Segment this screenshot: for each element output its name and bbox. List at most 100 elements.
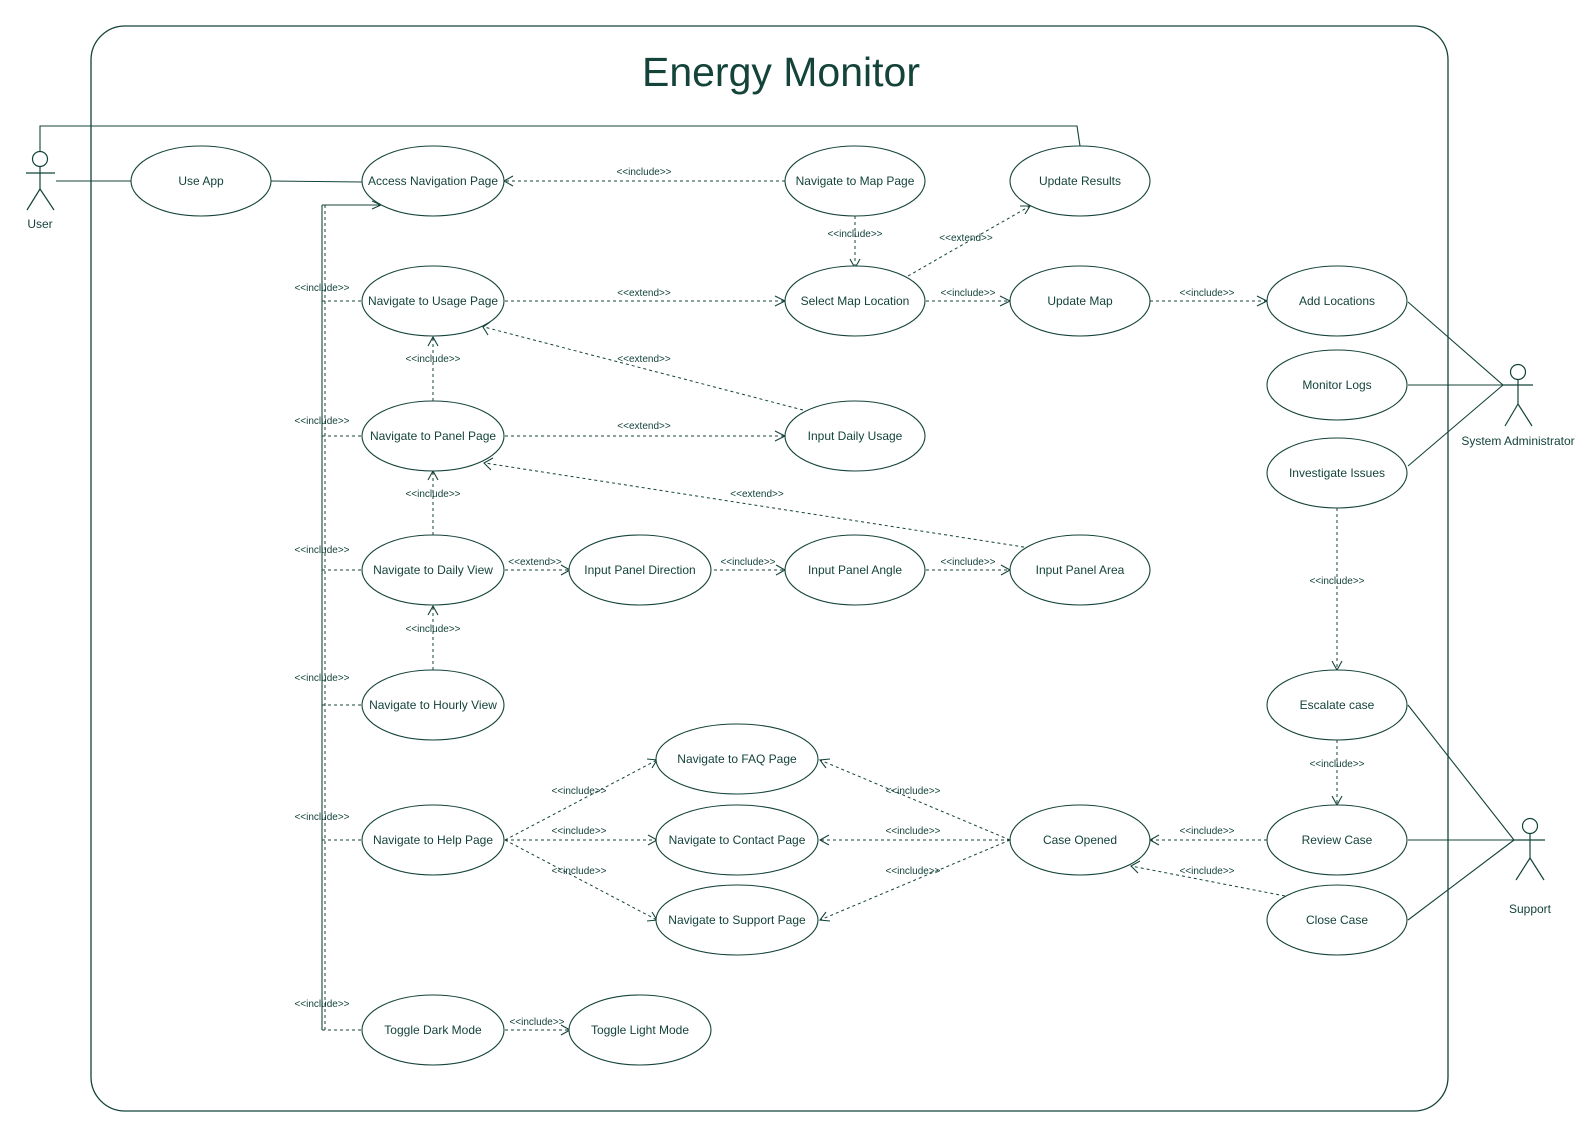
dep-close-case [1130,865,1286,897]
use-case-monitor-logs[interactable]: Monitor Logs [1266,349,1408,421]
use-case-close-case[interactable]: Close Case [1266,884,1408,956]
rel-label-include: <<include>> [1179,826,1234,837]
use-case-label: Close Case [1306,913,1368,927]
dep-case-support [819,839,1011,921]
rel-label-include: <<include>> [1179,866,1234,877]
assoc-support-close [1407,839,1515,921]
actor-system-administrator[interactable]: System Administrator [1461,363,1575,449]
actor-user-icon [31,150,49,168]
assoc-use-app-access-nav [270,180,363,183]
actor-support[interactable]: Support [1509,817,1552,917]
use-case-label: Input Panel Angle [808,563,902,577]
use-case-label: Investigate Issues [1289,466,1385,480]
rel-label-include: <<include>> [940,288,995,299]
use-case-label: Toggle Dark Mode [384,1023,482,1037]
use-case-label: Input Daily Usage [808,429,903,443]
arrowhead-panel-usage [427,335,439,347]
use-cases: Use App Access Navigation Page Navigate … [130,145,1408,1066]
use-case-review-case[interactable]: Review Case [1266,804,1408,876]
use-case-use-app[interactable]: Use App [130,145,272,217]
arrowhead-area-panel [483,457,494,471]
use-case-input-panel-angle[interactable]: Input Panel Angle [784,534,926,606]
rel-label-include: <<include>> [1309,576,1364,587]
actor-support-icon [1521,817,1539,835]
dep-help-support [504,839,658,921]
actor-support-label: Support [1509,902,1552,916]
use-case-label: Navigate to Hourly View [369,698,497,712]
use-case-label: Update Results [1039,174,1121,188]
use-case-case-opened[interactable]: Case Opened [1009,804,1151,876]
rel-label-include: <<include>> [551,826,606,837]
associations [39,125,1515,1030]
use-case-navigate-to-faq-page[interactable]: Navigate to FAQ Page [655,723,819,795]
arrowhead-case-contact [818,834,830,846]
actor-admin-icon [1509,363,1527,381]
use-case-navigate-to-panel-page[interactable]: Navigate to Panel Page [361,400,505,472]
assoc-support-escalate [1407,704,1515,841]
use-case-label: Monitor Logs [1302,378,1371,392]
use-case-update-map[interactable]: Update Map [1009,265,1151,337]
use-case-label: Add Locations [1299,294,1375,308]
use-case-navigate-to-contact-page[interactable]: Navigate to Contact Page [655,804,819,876]
rel-label-include: <<include>> [405,624,460,635]
use-case-label: Navigate to Contact Page [669,833,806,847]
dep-area-panel [484,462,1031,549]
use-case-navigate-to-hourly-view[interactable]: Navigate to Hourly View [361,669,505,741]
assoc-admin-investigate [1407,384,1504,467]
rel-label-include: <<include>> [1179,288,1234,299]
use-case-escalate-case[interactable]: Escalate case [1266,669,1408,741]
use-case-label: Review Case [1302,833,1373,847]
use-case-label: Navigate to Daily View [373,563,493,577]
use-case-label: Use App [178,174,224,188]
use-case-select-map-location[interactable]: Select Map Location [784,265,926,337]
use-case-add-locations[interactable]: Add Locations [1266,265,1408,337]
rel-label-include: <<include>> [509,1017,564,1028]
rel-label-include: <<include>> [885,866,940,877]
rel-label-include: <<include>> [551,786,606,797]
use-case-label: Select Map Location [801,294,910,308]
rel-label-extend: <<extend>> [617,354,671,365]
arrowhead-case-faq [818,758,831,769]
arrowhead-hourly-daily [427,604,439,616]
use-case-navigate-to-map-page[interactable]: Navigate to Map Page [784,145,926,217]
use-case-navigate-to-help-page[interactable]: Navigate to Help Page [361,804,505,876]
use-case-label: Navigate to Usage Page [368,294,498,308]
use-case-label: Navigate to Map Page [796,174,915,188]
use-case-update-results[interactable]: Update Results [1009,145,1151,217]
use-case-input-panel-area[interactable]: Input Panel Area [1009,534,1151,606]
relation-labels: <<include>> <<include>> <<extend>> <<inc… [294,167,1364,1028]
use-case-input-panel-direction[interactable]: Input Panel Direction [568,534,712,606]
rel-label-include: <<include>> [294,999,349,1010]
use-case-toggle-dark-mode[interactable]: Toggle Dark Mode [361,994,505,1066]
use-case-access-navigation-page[interactable]: Access Navigation Page [361,145,505,217]
use-case-input-daily-usage[interactable]: Input Daily Usage [784,400,926,472]
rel-label-include: <<include>> [940,557,995,568]
use-case-label: Input Panel Area [1036,563,1125,577]
rel-label-extend: <<extend>> [617,288,671,299]
rel-label-extend: <<extend>> [617,421,671,432]
use-case-navigate-to-support-page[interactable]: Navigate to Support Page [655,884,819,956]
rel-label-include: <<include>> [720,557,775,568]
rel-label-include: <<include>> [405,489,460,500]
rel-label-extend: <<extend>> [939,233,993,244]
use-case-label: Toggle Light Mode [591,1023,689,1037]
use-case-label: Input Panel Direction [584,563,695,577]
actor-user[interactable]: User [26,150,55,232]
rel-label-include: <<include>> [1309,759,1364,770]
use-case-investigate-issues[interactable]: Investigate Issues [1266,437,1408,509]
rel-label-include: <<include>> [294,673,349,684]
rel-label-include: <<include>> [885,826,940,837]
use-case-label: Access Navigation Page [368,174,498,188]
arrowhead-case-support [818,911,831,922]
use-case-navigate-to-usage-page[interactable]: Navigate to Usage Page [361,265,505,337]
use-case-toggle-light-mode[interactable]: Toggle Light Mode [568,994,712,1066]
rel-label-include: <<include>> [405,354,460,365]
rel-label-include: <<include>> [294,416,349,427]
use-case-label: Escalate case [1300,698,1375,712]
actor-admin-label: System Administrator [1461,434,1574,448]
dep-case-faq [819,759,1011,841]
assoc-user-update-results [39,125,1081,152]
use-case-navigate-to-daily-view[interactable]: Navigate to Daily View [361,534,505,606]
assoc-admin-add-locations [1407,301,1504,386]
use-case-label: Update Map [1047,294,1113,308]
